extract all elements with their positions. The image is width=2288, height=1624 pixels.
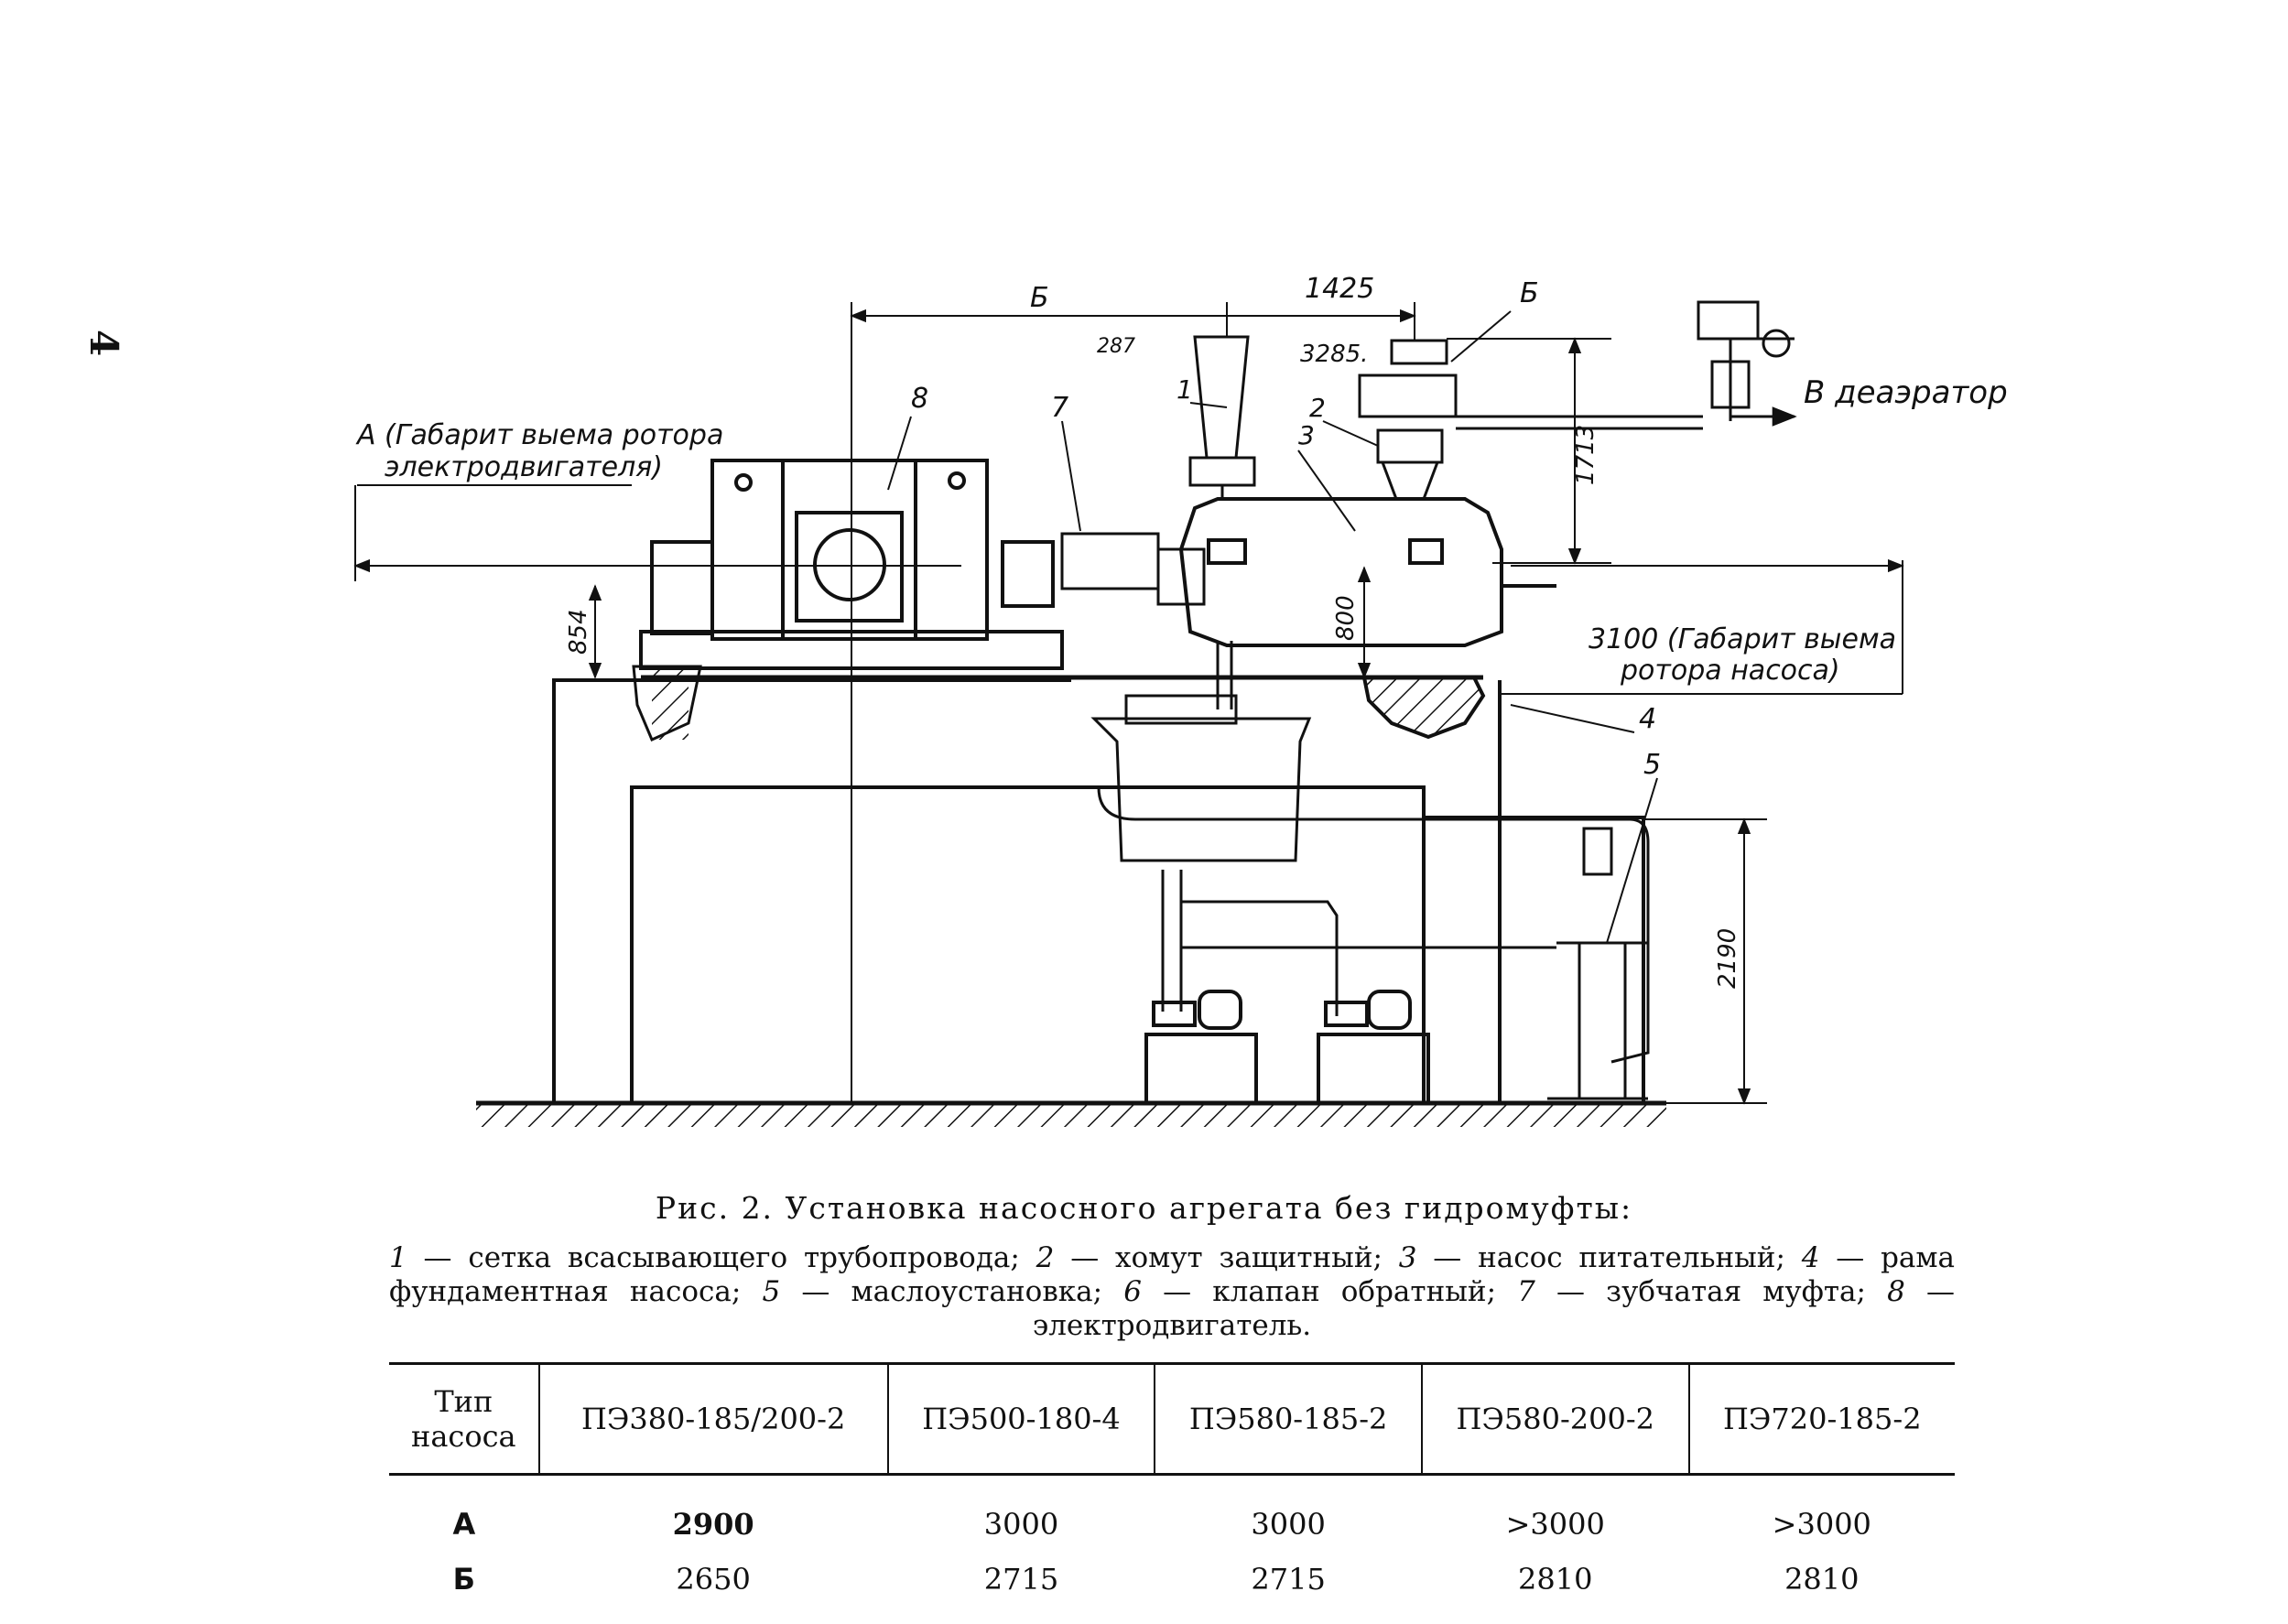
callout-1: 1 bbox=[1177, 374, 1193, 405]
dim-b-label: Б bbox=[1030, 282, 1049, 314]
table-cell: 2715 bbox=[1251, 1562, 1326, 1597]
table-cell: 2810 bbox=[1518, 1562, 1593, 1597]
callout-5: 5 bbox=[1643, 749, 1661, 781]
table-cell: >3000 bbox=[1505, 1507, 1605, 1542]
table-cell: 3000 bbox=[983, 1507, 1059, 1542]
callout-6-b: Б bbox=[1520, 277, 1539, 309]
table-cell: 2650 bbox=[676, 1562, 751, 1597]
ground-hatch bbox=[476, 1100, 1666, 1127]
callout-leaders bbox=[887, 310, 1658, 944]
header-col-5: ПЭ720-185-2 bbox=[1687, 1362, 1955, 1476]
feed-pump bbox=[1178, 497, 1556, 740]
header-col-1: ПЭ380-185/200-2 bbox=[537, 1362, 888, 1476]
dim-1713-label: 1713 bbox=[1572, 425, 1599, 485]
row-label-b: Б bbox=[452, 1562, 476, 1597]
legend-num-8: 8 bbox=[1887, 1275, 1905, 1308]
callout-7: 7 bbox=[1051, 392, 1068, 424]
legend-num-6: 6 bbox=[1123, 1275, 1142, 1308]
header-type-label: Тип насоса bbox=[389, 1362, 539, 1476]
annotation-right-line2: ротора насоса) bbox=[1620, 655, 1840, 687]
annotation-a-line2: электродвигателя) bbox=[385, 451, 663, 483]
header-type-line2: насоса bbox=[411, 1419, 516, 1454]
legend-num-5: 5 bbox=[762, 1275, 781, 1308]
dim-854-label: 854 bbox=[565, 609, 592, 655]
header-col-4: ПЭ580-200-2 bbox=[1420, 1362, 1689, 1476]
figure-caption-legend: 1 — сетка всасывающего трубопровода; 2 —… bbox=[389, 1241, 1955, 1343]
dim-1425-label: 1425 bbox=[1305, 273, 1374, 305]
table-header-row: Тип насоса ПЭ380-185/200-2 ПЭ500-180-4 П… bbox=[389, 1362, 1955, 1476]
annotation-right-line1: 3100 (Габарит выема bbox=[1589, 623, 1896, 655]
legend-num-4: 4 bbox=[1801, 1241, 1820, 1274]
legend-text-2: — хомут защитный; bbox=[1054, 1241, 1399, 1274]
dim-2190-label: 2190 bbox=[1714, 928, 1741, 989]
legend-text-6: — клапан обратный; bbox=[1141, 1275, 1518, 1308]
callout-4: 4 bbox=[1639, 703, 1656, 735]
dim-800-label: 800 bbox=[1332, 595, 1360, 641]
row-label-a: А bbox=[452, 1507, 476, 1542]
legend-text-8: — электродвигатель. bbox=[1032, 1275, 1956, 1342]
dimension-lines bbox=[353, 302, 1904, 1105]
figure-caption-title: Рис. 2. Установка насосного агрегата без… bbox=[655, 1190, 1633, 1226]
suction-screen bbox=[1188, 335, 1256, 499]
legend-text-5: — маслоустановка; bbox=[780, 1275, 1124, 1308]
dim-3285-label: 3285. bbox=[1300, 341, 1368, 368]
table-cell: 2810 bbox=[1784, 1562, 1860, 1597]
legend-text-3: — насос питательный; bbox=[1416, 1241, 1802, 1274]
callout-3: 3 bbox=[1298, 420, 1315, 450]
dim-287-label: 287 bbox=[1097, 335, 1135, 358]
to-deaerator-label: В деаэратор bbox=[1804, 374, 2008, 411]
table-cell: >3000 bbox=[1772, 1507, 1871, 1542]
legend-num-2: 2 bbox=[1036, 1241, 1055, 1274]
table-cell: 3000 bbox=[1251, 1507, 1326, 1542]
callout-8: 8 bbox=[911, 383, 928, 415]
installation-drawing: В деаэратор bbox=[353, 273, 2008, 1127]
oil-system bbox=[1090, 641, 1650, 1100]
table-row: А 2900 3000 3000 >3000 >3000 bbox=[389, 1475, 1955, 1553]
table-row: Б 2650 2715 2715 2810 2810 bbox=[389, 1552, 1955, 1607]
legend-text-7: — зубчатая муфта; bbox=[1534, 1275, 1888, 1308]
foundation-block bbox=[552, 678, 1645, 1103]
oil-pumps bbox=[1144, 990, 1430, 1105]
legend-num-7: 7 bbox=[1517, 1275, 1535, 1308]
header-col-2: ПЭ500-180-4 bbox=[886, 1362, 1155, 1476]
table-cell: 2900 bbox=[672, 1507, 754, 1542]
callout-2: 2 bbox=[1309, 393, 1326, 423]
header-col-3: ПЭ580-185-2 bbox=[1154, 1362, 1422, 1476]
header-type-line1: Тип bbox=[434, 1384, 493, 1419]
annotation-a-line1: А (Габарит выема ротора bbox=[355, 419, 723, 451]
legend-num-3: 3 bbox=[1398, 1241, 1417, 1274]
table-cell: 2715 bbox=[983, 1562, 1059, 1597]
legend-num-1: 1 bbox=[389, 1241, 407, 1274]
legend-text-4: — рама фундаментная насоса; bbox=[389, 1241, 1955, 1308]
legend-text-1: — сетка всасывающего трубопровода; bbox=[407, 1241, 1036, 1274]
pump-spec-table: Тип насоса ПЭ380-185/200-2 ПЭ500-180-4 П… bbox=[389, 1362, 1955, 1607]
